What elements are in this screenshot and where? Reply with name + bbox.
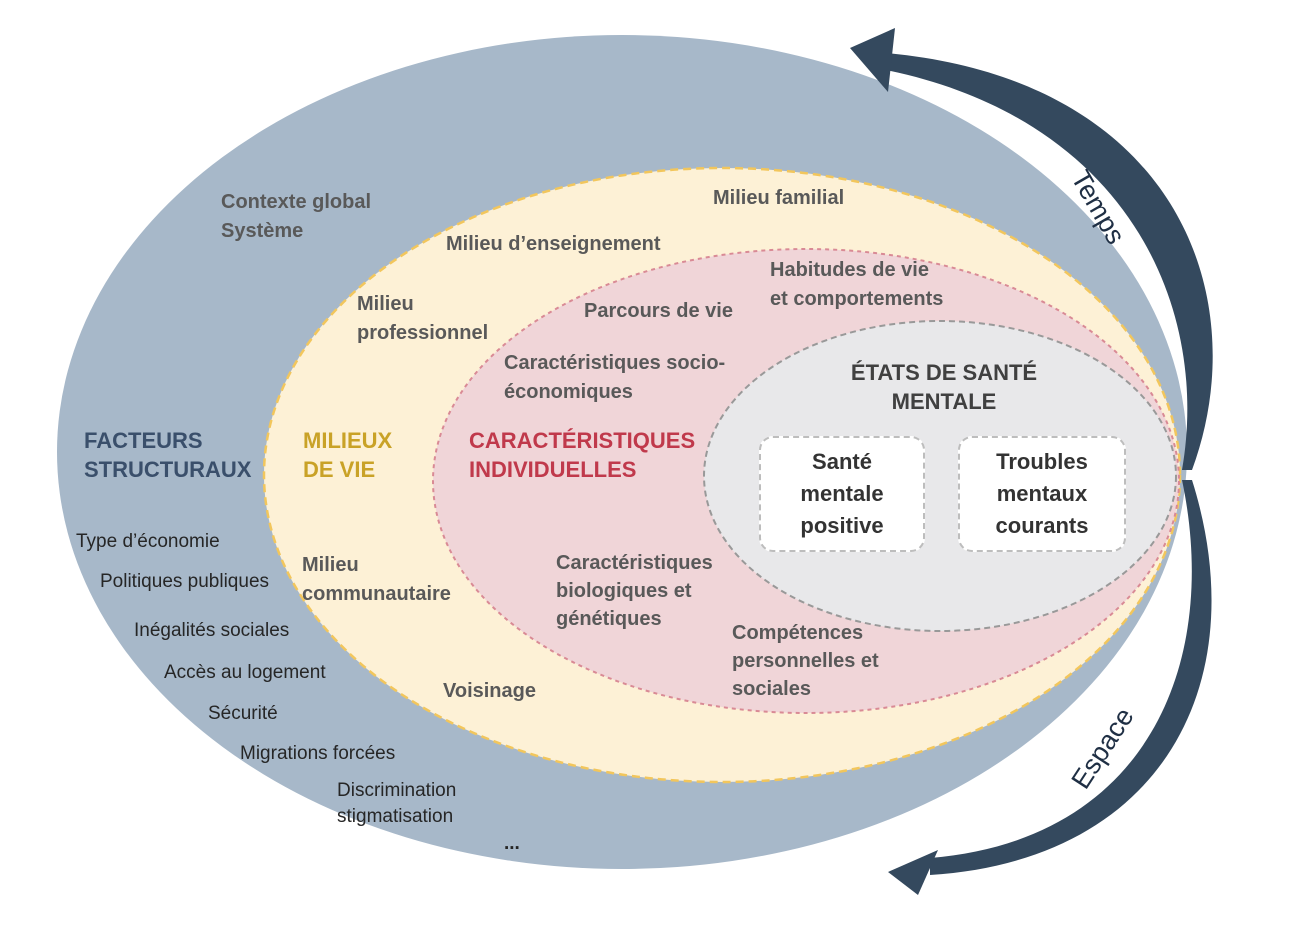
global-context-label: Contexte global Système <box>221 188 371 246</box>
structural-item: Sécurité <box>208 703 278 724</box>
individual-title-line-2: INDIVIDUELLES <box>469 457 637 482</box>
structural-factors-title: FACTEURS STRUCTURAUX <box>84 426 251 484</box>
living-environments-title: MILIEUX DE VIE <box>303 426 392 484</box>
states-title-line-2: MENTALE <box>891 389 997 414</box>
biological-line-1: Caractéristiques <box>556 552 713 574</box>
education-environment-label: Milieu d’enseignement <box>446 233 661 255</box>
structural-item: stigmatisation <box>337 806 454 827</box>
professional-environment-label: Milieu professionnel <box>357 290 488 348</box>
socioeconomic-characteristics-label: Caractéristiques socio- économiques <box>504 349 725 407</box>
community-line-2: communautaire <box>302 583 451 605</box>
neighbourhood-label: Voisinage <box>443 680 536 702</box>
socioeconomic-line-1: Caractéristiques socio- <box>504 352 726 374</box>
structural-item: Migrations forcées <box>240 743 396 764</box>
community-environment-label: Milieu communautaire <box>302 551 451 609</box>
structural-item: Politiques publiques <box>100 571 270 592</box>
lifestyle-line-1: Habitudes de vie <box>770 259 929 281</box>
mental-health-states-title: ÉTATS DE SANTÉ MENTALE <box>834 358 1054 416</box>
states-title-line-1: ÉTATS DE SANTÉ <box>850 360 1038 385</box>
common-mental-disorders-box: Troubles mentaux courants <box>958 436 1126 552</box>
space-arrowhead <box>888 850 938 895</box>
family-environment-label: Milieu familial <box>713 187 845 209</box>
professional-line-1: Milieu <box>357 293 414 315</box>
structural-title-line-2: STRUCTURAUX <box>84 457 252 482</box>
structural-item: Inégalités sociales <box>134 620 290 641</box>
structural-item: Accès au logement <box>164 662 326 683</box>
biological-line-3: génétiques <box>556 608 662 630</box>
structural-item-ellipsis: ... <box>504 833 520 854</box>
time-arrow <box>886 53 1213 470</box>
structural-title-line-1: FACTEURS <box>84 428 203 453</box>
time-arrowhead <box>850 28 895 92</box>
context-line-1: Contexte global <box>221 191 372 213</box>
context-line-2: Système <box>221 220 304 242</box>
socioeconomic-line-2: économiques <box>504 381 633 403</box>
skills-line-2: personnelles et <box>732 650 879 672</box>
skills-line-3: sociales <box>732 678 811 700</box>
living-title-line-2: DE VIE <box>303 457 376 482</box>
structural-item: Discrimination <box>337 780 457 801</box>
personal-skills-label: Compétences personnelles et sociales <box>732 619 879 703</box>
positive-mental-health-label: Santé mentale positive <box>800 449 884 538</box>
biological-line-2: biologiques et <box>556 580 692 602</box>
positive-mental-health-box: Santé mentale positive <box>759 436 925 552</box>
community-line-1: Milieu <box>302 554 359 576</box>
professional-line-2: professionnel <box>357 322 489 344</box>
space-arrow <box>930 480 1212 875</box>
mental-health-states-ellipse <box>703 320 1177 632</box>
common-mental-disorders-label: Troubles mentaux courants <box>995 449 1089 538</box>
individual-title-line-1: CARACTÉRISTIQUES <box>469 428 696 453</box>
individual-characteristics-title: CARACTÉRISTIQUES INDIVIDUELLES <box>469 426 695 484</box>
life-course-label: Parcours de vie <box>584 300 733 322</box>
structural-item: Type d’économie <box>76 531 220 552</box>
living-title-line-1: MILIEUX <box>303 428 393 453</box>
lifestyle-habits-label: Habitudes de vie et comportements <box>770 256 943 314</box>
biological-characteristics-label: Caractéristiques biologiques et génétiqu… <box>556 549 713 633</box>
skills-line-1: Compétences <box>732 622 864 644</box>
lifestyle-line-2: et comportements <box>770 288 944 310</box>
